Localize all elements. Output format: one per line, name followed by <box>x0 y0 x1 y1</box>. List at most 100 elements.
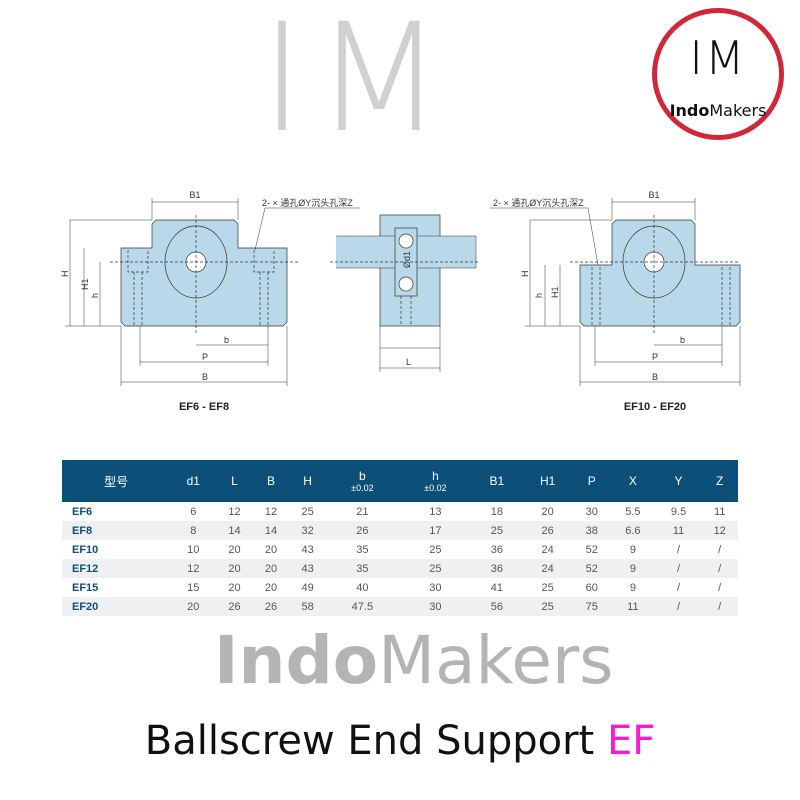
dim-label: B1 <box>189 190 200 200</box>
dim-label: B <box>202 372 208 382</box>
dim-label: P <box>202 352 208 362</box>
hole-note: 2- × 通孔ØY沉头孔深Z <box>493 198 584 208</box>
value-cell: 13 <box>429 505 442 518</box>
value-cell: 36 <box>471 559 522 578</box>
value-cell: 9 <box>629 543 636 556</box>
model-cell: EF20 <box>62 597 171 616</box>
value-cell: / <box>677 543 681 556</box>
value-cell: / <box>701 559 738 578</box>
value-cell: / <box>718 543 722 556</box>
value-cell: 52 <box>585 543 598 556</box>
value-cell: 20 <box>264 581 278 594</box>
dim-label: H <box>60 271 70 278</box>
dim-label: H1 <box>80 278 90 290</box>
value-cell: 20 <box>216 559 253 578</box>
value-cell: 36 <box>490 543 503 556</box>
model-cell: EF15 <box>72 581 99 594</box>
column-header: d1 <box>170 460 217 502</box>
value-cell: 20 <box>264 543 278 556</box>
value-cell: 24 <box>541 543 554 556</box>
model-cell: EF10 <box>72 543 99 556</box>
value-cell: 47.5 <box>325 597 399 616</box>
column-header: B1 <box>471 460 522 502</box>
value-cell: 52 <box>573 559 611 578</box>
value-cell: 25 <box>541 581 554 594</box>
value-cell: 60 <box>585 581 598 594</box>
dim-label: Ød1 <box>402 251 412 268</box>
column-header: B <box>252 460 290 502</box>
value-cell: 20 <box>170 597 217 616</box>
value-cell: / <box>701 597 738 616</box>
value-cell: 75 <box>573 597 611 616</box>
value-cell: 26 <box>521 521 574 540</box>
value-cell: / <box>718 581 722 594</box>
value-cell: 30 <box>585 505 598 518</box>
dim-label: b <box>680 335 685 345</box>
value-cell: 30 <box>398 597 472 616</box>
value-cell: 20 <box>228 581 241 594</box>
right-caption: EF10 - EF20 <box>624 401 686 413</box>
column-header: L <box>216 460 253 502</box>
value-cell: 35 <box>325 559 399 578</box>
value-cell: 20 <box>228 543 241 556</box>
value-cell: 26 <box>216 597 253 616</box>
value-cell: 14 <box>216 521 253 540</box>
model-cell: EF12 <box>62 559 171 578</box>
column-header: P <box>573 460 611 502</box>
value-cell: 41 <box>490 581 503 594</box>
value-cell: 8 <box>170 521 217 540</box>
value-cell: 24 <box>521 559 574 578</box>
dim-label: h <box>90 293 100 298</box>
column-header: Y <box>655 460 702 502</box>
value-cell: 12 <box>228 505 241 518</box>
value-cell: 5.5 <box>625 505 641 518</box>
logo-name: IndoMakers <box>669 101 767 120</box>
column-header: X <box>610 460 656 502</box>
column-header: H1 <box>521 460 574 502</box>
value-cell: 10 <box>187 543 200 556</box>
value-cell: 49 <box>301 581 314 594</box>
value-cell: 20 <box>252 559 290 578</box>
column-header: b±0.02 <box>325 460 399 502</box>
dim-label: h <box>534 293 544 298</box>
value-cell: 14 <box>252 521 290 540</box>
value-cell: 43 <box>289 559 326 578</box>
dim-label: L <box>406 357 411 367</box>
value-cell: 21 <box>356 505 369 518</box>
right-part-drawing <box>490 198 741 386</box>
model-cell: EF8 <box>62 521 171 540</box>
value-cell: / <box>655 597 702 616</box>
page-title: Ballscrew End Support EF <box>144 718 656 764</box>
value-cell: 20 <box>541 505 554 518</box>
value-cell: 25 <box>429 543 442 556</box>
value-cell: 18 <box>490 505 503 518</box>
watermark-mark: IM <box>260 0 454 166</box>
value-cell: 40 <box>356 581 369 594</box>
watermark-name: IndoMakers <box>214 622 614 699</box>
value-cell: 38 <box>573 521 611 540</box>
dim-label: P <box>652 352 658 362</box>
left-caption: EF6 - EF8 <box>179 401 229 413</box>
value-cell: 43 <box>301 543 314 556</box>
value-cell: 11 <box>610 597 656 616</box>
logo-mark: IM <box>689 31 747 85</box>
value-cell: 9 <box>629 581 636 594</box>
value-cell: 11 <box>713 505 726 518</box>
column-header: 型号 <box>62 460 171 502</box>
value-cell: 26 <box>325 521 399 540</box>
value-cell: 30 <box>429 581 442 594</box>
hole-note: 2- × 通孔ØY沉头孔深Z <box>262 198 353 208</box>
value-cell: 56 <box>471 597 522 616</box>
value-cell: 9 <box>610 559 656 578</box>
column-header: H <box>289 460 326 502</box>
value-cell: 25 <box>471 521 522 540</box>
column-header: h±0.02 <box>398 460 472 502</box>
value-cell: 12 <box>701 521 738 540</box>
